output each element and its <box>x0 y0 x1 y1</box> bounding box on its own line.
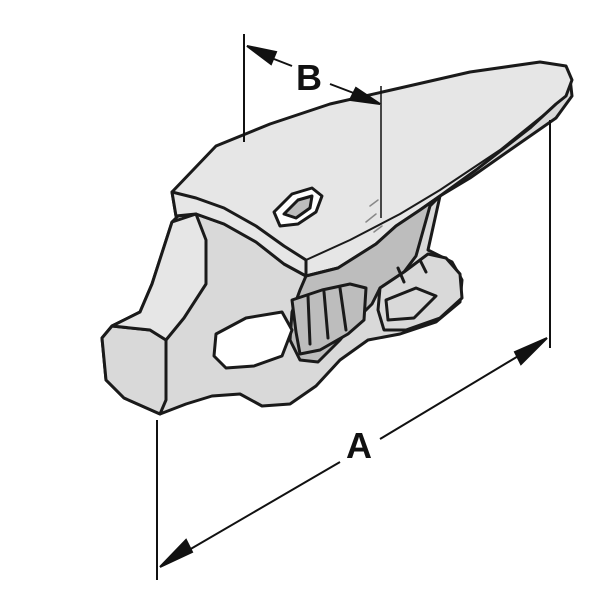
adapter-lug-slot <box>384 286 438 322</box>
dimension-a <box>156 120 551 580</box>
adapter-casting-mark <box>365 199 383 233</box>
adapter-part-illustration <box>100 60 574 416</box>
dimension-b <box>243 34 382 218</box>
dimension-b-arrow-right <box>348 86 381 105</box>
adapter-top-rib <box>305 107 553 261</box>
dimension-a-label: A <box>346 425 372 466</box>
adapter-nose-face <box>110 212 208 342</box>
dimension-a-line-left <box>169 461 341 562</box>
dimension-a-arrow-left <box>159 538 194 568</box>
adapter-window-step <box>306 286 348 346</box>
adapter-top-slot-inner <box>282 194 314 220</box>
adapter-lug-groove <box>396 258 428 284</box>
dimension-b-label: B <box>296 57 322 98</box>
dimension-b-arrow-left <box>246 45 278 66</box>
adapter-pin-window <box>212 310 294 370</box>
dimension-a-line-right <box>379 345 536 440</box>
adapter-nose <box>100 324 168 416</box>
dimension-a-arrow-right <box>513 337 548 366</box>
